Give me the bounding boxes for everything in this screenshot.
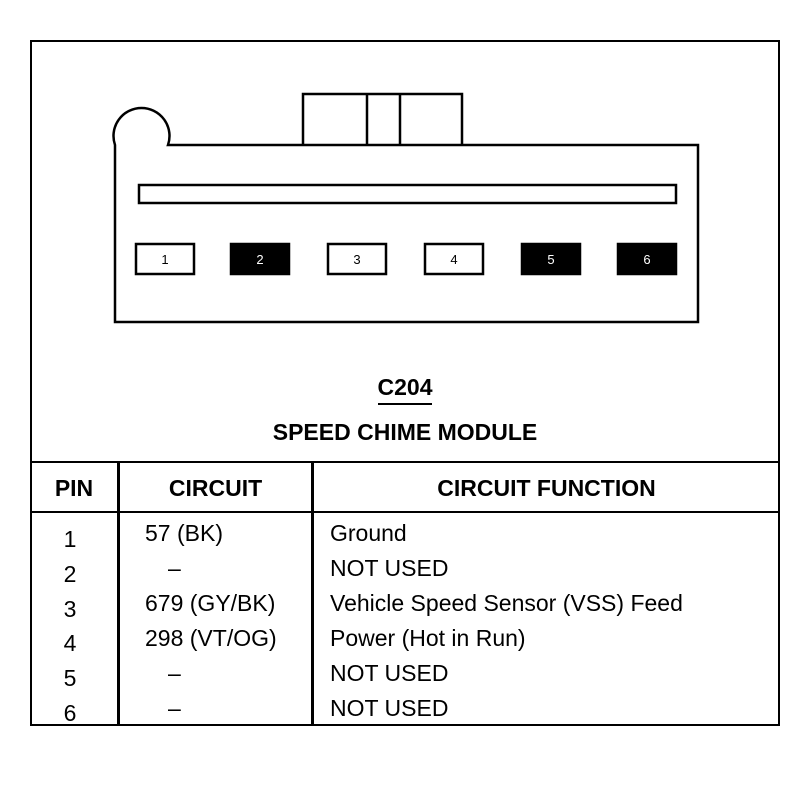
connector-id: C204 bbox=[0, 374, 810, 405]
connector-face-drawing: 1 2 3 4 5 6 bbox=[112, 92, 700, 324]
circuit-number: 57 (BK) bbox=[145, 520, 223, 546]
pin-cavity-box bbox=[520, 242, 582, 276]
pin-cavities: 1 2 3 4 5 6 bbox=[134, 242, 678, 276]
pin-cavity-2: 2 bbox=[229, 242, 291, 276]
pin-number: 5 bbox=[63, 665, 77, 691]
pin-number: 4 bbox=[63, 630, 77, 656]
circuit-function: Power (Hot in Run) bbox=[330, 625, 526, 651]
pin-cavity-box bbox=[326, 242, 388, 276]
pin-cavity-4: 4 bbox=[423, 242, 485, 276]
circuit-number: 679 (GY/BK) bbox=[145, 590, 276, 616]
pin-number: 1 bbox=[63, 526, 77, 552]
pin-cavity-5: 5 bbox=[520, 242, 582, 276]
table-divider-2 bbox=[311, 461, 314, 726]
pin-cavity-label: 1 bbox=[161, 252, 168, 267]
pin-cavity-box bbox=[229, 242, 291, 276]
pin-number: 2 bbox=[63, 561, 77, 587]
connector-slot bbox=[137, 183, 678, 205]
pin-cavity-box bbox=[616, 242, 678, 276]
connector-title: SPEED CHIME MODULE bbox=[272, 419, 538, 445]
pin-number: 6 bbox=[63, 700, 77, 726]
pin-cavity-label: 4 bbox=[450, 252, 457, 267]
pin-number: 3 bbox=[63, 596, 77, 622]
header-pin: PIN bbox=[54, 475, 94, 501]
connector-lock-tab bbox=[301, 92, 464, 145]
pin-cavity-6: 6 bbox=[616, 242, 678, 276]
pin-cavity-1: 1 bbox=[134, 242, 196, 276]
header-circuit: CIRCUIT bbox=[168, 475, 263, 501]
pin-cavity-label: 3 bbox=[353, 252, 360, 267]
circuit-function: Ground bbox=[330, 520, 407, 546]
header-circuit-function: CIRCUIT FUNCTION bbox=[437, 475, 656, 501]
table-divider-1 bbox=[117, 461, 120, 726]
pin-cavity-label: 5 bbox=[547, 252, 554, 267]
circuit-function: NOT USED bbox=[330, 695, 449, 721]
pin-cavity-label: 2 bbox=[256, 252, 263, 267]
connector-id-text: C204 bbox=[377, 374, 433, 405]
pin-cavity-3: 3 bbox=[326, 242, 388, 276]
connector-body bbox=[112, 106, 700, 324]
pin-cavity-box bbox=[134, 242, 196, 276]
circuit-number: – bbox=[168, 555, 181, 581]
circuit-function: Vehicle Speed Sensor (VSS) Feed bbox=[330, 590, 683, 616]
pin-cavity-label: 6 bbox=[643, 252, 650, 267]
diagram-frame bbox=[30, 40, 780, 726]
circuit-number: – bbox=[168, 660, 181, 686]
circuit-function: NOT USED bbox=[330, 660, 449, 686]
table-header-row: PIN CIRCUIT CIRCUIT FUNCTION bbox=[30, 461, 780, 513]
pinout-table: PIN CIRCUIT CIRCUIT FUNCTION bbox=[30, 461, 780, 513]
circuit-number: – bbox=[168, 695, 181, 721]
circuit-function: NOT USED bbox=[330, 555, 449, 581]
circuit-number: 298 (VT/OG) bbox=[145, 625, 277, 651]
pin-cavity-box bbox=[423, 242, 485, 276]
